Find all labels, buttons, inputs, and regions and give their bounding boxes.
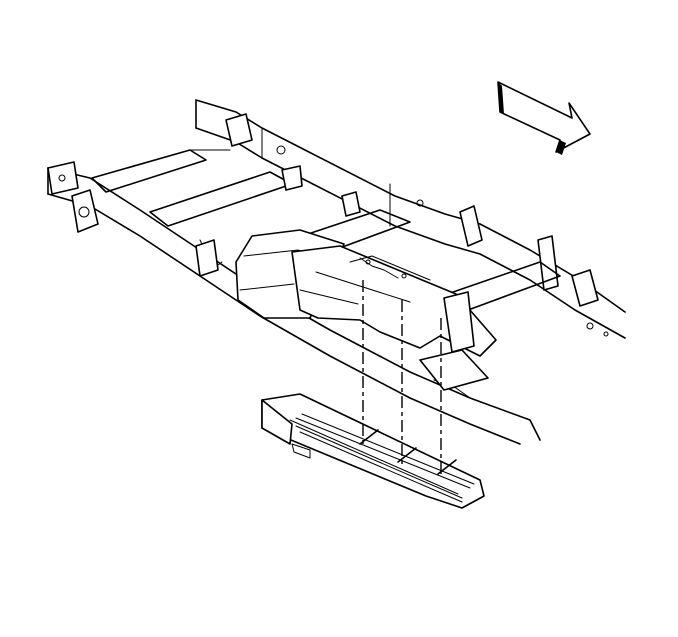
direction-arrow-icon [497,81,591,155]
fastener-alignment-lines [359,280,457,476]
assist-step [261,393,485,509]
frame-rail-left [195,99,626,339]
step-mounting-bracket [291,245,497,391]
